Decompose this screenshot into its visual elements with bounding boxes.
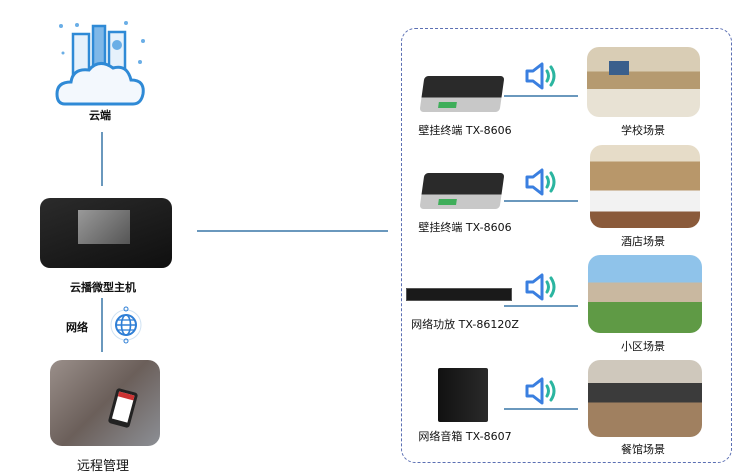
- wall-terminal-image: [419, 173, 505, 209]
- network-speaker-image: [438, 368, 488, 422]
- restaurant-scene-image: [588, 360, 702, 437]
- host-device-image: [40, 198, 172, 268]
- school-scene-image: [587, 47, 700, 117]
- wall-terminal-image: [419, 76, 505, 112]
- connector: [504, 200, 578, 202]
- network-amplifier-image: [406, 288, 512, 301]
- device-label: 壁挂终端 TX-8606: [418, 221, 512, 234]
- cloud-server-icon: [55, 21, 145, 106]
- device-label: 网络音箱 TX-8607: [418, 430, 512, 443]
- network-label: 网络: [66, 321, 88, 334]
- connector: [504, 305, 578, 307]
- speaker-icon: [525, 273, 556, 301]
- speaker-icon: [525, 377, 556, 405]
- speaker-icon: [525, 168, 556, 196]
- host-remote-connector: [101, 298, 103, 352]
- terminal-group: [401, 28, 732, 463]
- speaker-icon: [525, 62, 556, 90]
- device-label: 壁挂终端 TX-8606: [418, 124, 512, 137]
- hotel-scene-image: [590, 145, 700, 228]
- device-label: 网络功放 TX-86120Z: [411, 318, 519, 331]
- scene-label: 学校场景: [621, 124, 665, 137]
- cloud-label: 云端: [89, 109, 111, 122]
- community-scene-image: [588, 255, 702, 333]
- scene-label: 小区场景: [621, 340, 665, 353]
- globe-icon: [110, 306, 142, 344]
- scene-label: 酒店场景: [621, 235, 665, 248]
- remote-management-photo: [50, 360, 160, 446]
- connector: [504, 408, 578, 410]
- host-label: 云播微型主机: [70, 281, 136, 294]
- remote-label: 远程管理: [76, 459, 130, 474]
- scene-label: 餐馆场景: [621, 443, 665, 456]
- host-terminals-connector: [197, 230, 388, 232]
- connector: [504, 95, 578, 97]
- cloud-host-connector: [101, 132, 103, 186]
